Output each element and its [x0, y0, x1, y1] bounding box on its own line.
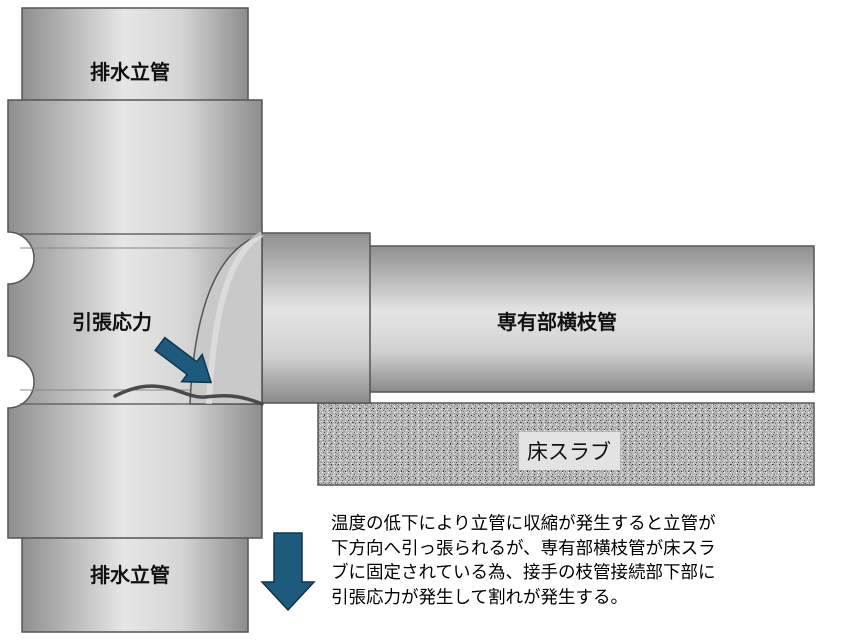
label-branch-pipe: 専有部横枝管 [497, 310, 617, 334]
description-line: 下方向へ引っ張られるが、専有部横枝管が床スラ [331, 538, 716, 559]
branch-pipe [367, 245, 815, 393]
branch-opening [189, 232, 263, 405]
crack-line [113, 384, 264, 406]
label-floor-slab: 床スラブ [519, 432, 620, 470]
description-text: 温度の低下により立管に収縮が発生すると立管が 下方向へ引っ張られるが、専有部横枝… [331, 512, 846, 610]
branch-opening-shade [206, 231, 264, 405]
description-line: 温度の低下により立管に収縮が発生すると立管が [331, 514, 716, 534]
label-tensile-stress: 引張応力 [72, 310, 152, 334]
vertical-pipe-top [21, 7, 249, 103]
label-vertical-pipe-bottom: 排水立管 [90, 563, 170, 587]
description-line: 引張応力が発生して割れが発生する。 [331, 587, 628, 608]
tensile-stress-arrow [154, 336, 213, 384]
description-line: ブに固定されている為、接手の枝管接続部下部に [331, 563, 716, 583]
vertical-pipe-bottom [21, 535, 249, 633]
downward-arrow [260, 532, 316, 612]
branch-socket [261, 232, 371, 404]
label-vertical-pipe-top: 排水立管 [90, 60, 170, 84]
